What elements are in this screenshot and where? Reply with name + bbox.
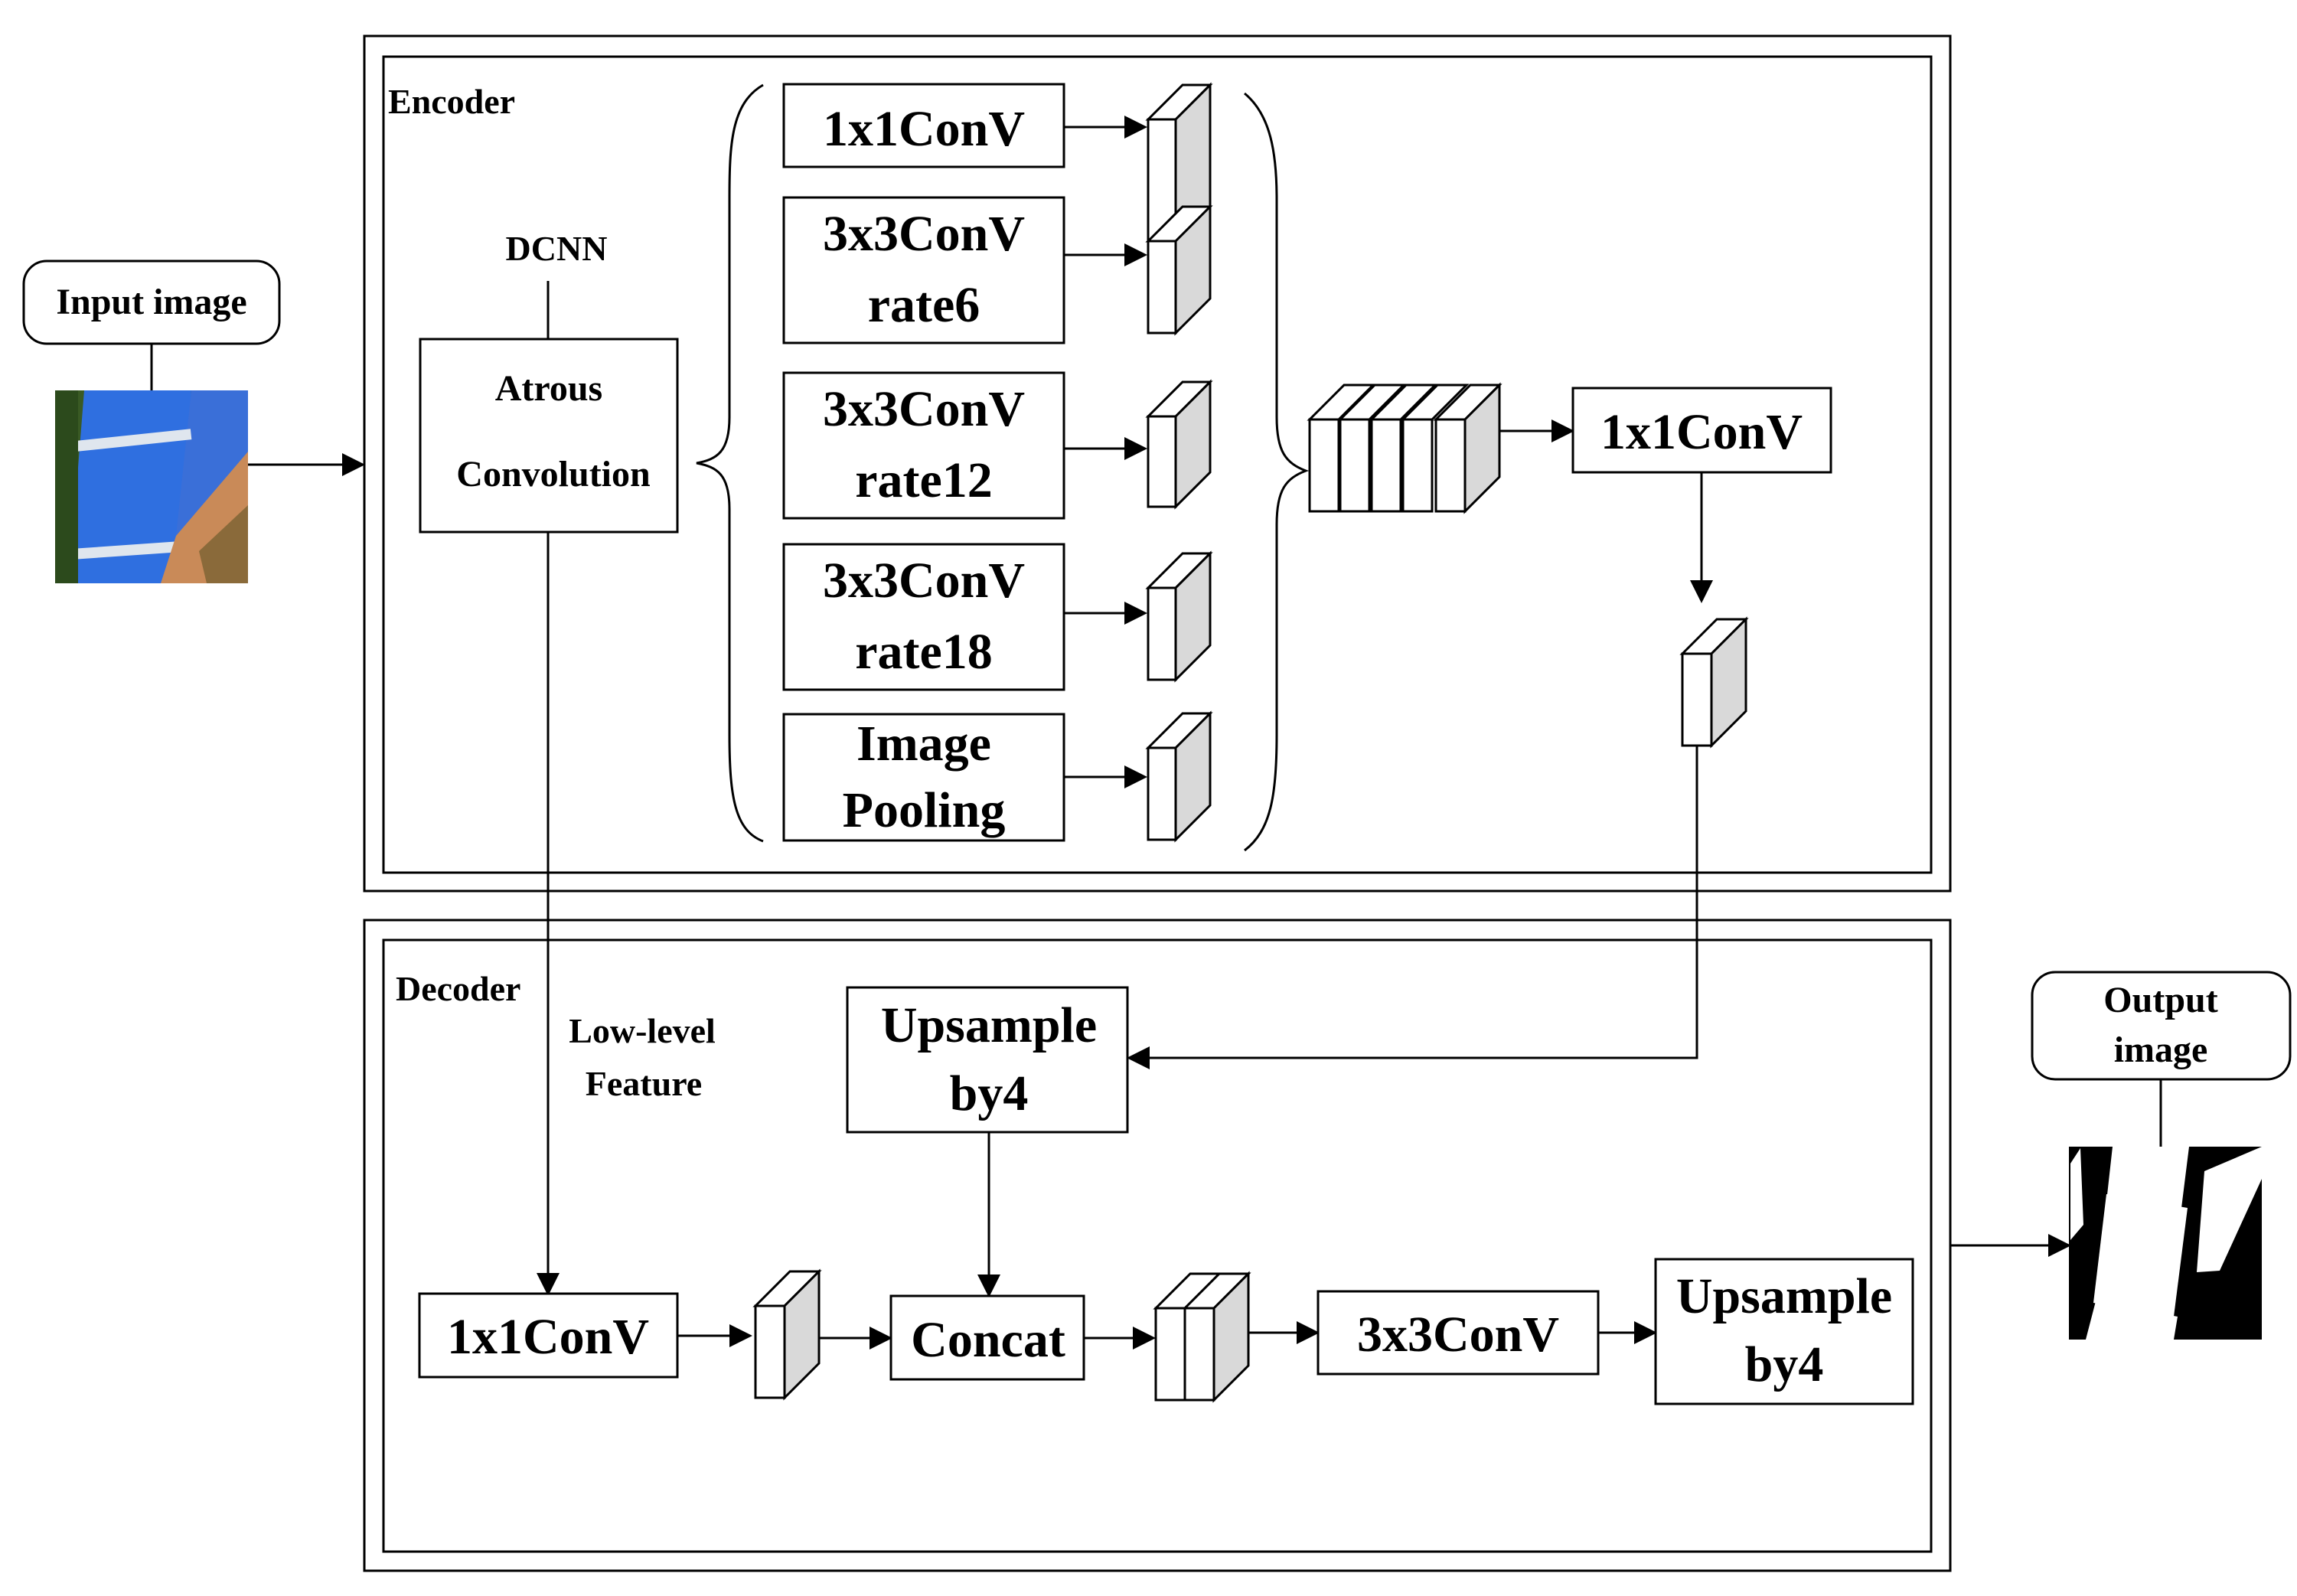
aspp-box-1x1conv: [782, 83, 1065, 168]
aspp-box-2-line2: rate6: [868, 277, 980, 333]
encoder-output-feature-block: [1679, 616, 1749, 749]
atrous-label-line1: Atrous: [495, 368, 602, 409]
concat-feature-stack: [1307, 382, 1503, 514]
right-brace: [1244, 92, 1310, 852]
aspp-box-5-line1: Image: [856, 716, 991, 772]
aspp-branch-2: 3x3ConV rate6: [782, 196, 1147, 344]
output-image-icon: [2069, 1147, 2262, 1340]
left-brace: [696, 83, 764, 843]
aspp-box-3x3conv-rate18: [782, 543, 1065, 691]
encoder-section: Encoder DCNN Atrous Convolution 1x1ConV …: [363, 34, 1952, 893]
aspp-box-3x3conv-rate6: [782, 196, 1065, 344]
upsample-box-2: [1654, 1258, 1914, 1405]
aspp-box-4-line2: rate18: [855, 624, 993, 680]
aspp-box-4-line1: 3x3ConV: [823, 553, 1025, 609]
decoder-1x1conv-box: [418, 1292, 679, 1379]
decoder-title: Decoder: [396, 969, 520, 1008]
atrous-convolution-box: [419, 338, 679, 534]
low-level-label-line1: Low-level: [569, 1011, 716, 1050]
upsample-2-line1: Upsample: [1676, 1268, 1892, 1324]
aspp-branch-5: Image Pooling: [782, 713, 1147, 842]
upsample-2-line2: by4: [1745, 1337, 1824, 1392]
aspp-branch-3: 3x3ConV rate12: [782, 371, 1147, 520]
output-label-line2: image: [2114, 1030, 2208, 1070]
aspp-box-3-line1: 3x3ConV: [823, 381, 1025, 437]
concat-box: [889, 1294, 1085, 1381]
decoder-section: Decoder Low-level Feature Upsample by4 1…: [363, 532, 1952, 1572]
aspp-branch-1: 1x1ConV: [782, 83, 1147, 168]
low-level-label-line2: Feature: [586, 1064, 702, 1103]
aspp-box-image-pooling: [782, 713, 1065, 842]
upsample-box-1: [846, 986, 1129, 1134]
decoder-3x3conv-label: 3x3ConV: [1357, 1307, 1559, 1363]
concat-label: Concat: [911, 1312, 1065, 1368]
aspp-branch-4: 3x3ConV rate18: [782, 543, 1147, 691]
encoder-inner-frame: [382, 55, 1933, 874]
decoder-inner-frame: [382, 938, 1933, 1553]
aspp-box-3x3conv-rate12: [782, 371, 1065, 520]
dcnn-label: DCNN: [506, 229, 608, 268]
feature-block: [1145, 204, 1213, 336]
output-label-line1: Output: [2103, 980, 2217, 1020]
aspp-box-3-line2: rate12: [855, 452, 993, 508]
input-image-label: Input image: [56, 282, 246, 322]
encoder-title: Encoder: [388, 82, 515, 121]
low-level-feature-block: [752, 1268, 822, 1401]
encoder-1x1conv-label: 1x1ConV: [1600, 404, 1803, 460]
aspp-box-2-line1: 3x3ConV: [823, 206, 1025, 262]
decoder-1x1conv-label: 1x1ConV: [447, 1309, 649, 1365]
feature-block: [1145, 710, 1213, 843]
input-section: Input image: [22, 259, 365, 583]
feature-block: [1145, 82, 1213, 247]
decoder-concat-stack: [1153, 1271, 1251, 1403]
upsample-1-line2: by4: [950, 1066, 1029, 1121]
output-section: Output image: [1950, 971, 2292, 1340]
upsample-1-line1: Upsample: [881, 997, 1097, 1053]
encoder-outer-frame: [363, 34, 1952, 893]
atrous-label-line2: Convolution: [456, 454, 650, 494]
encoder-to-upsample-arrow: [1127, 746, 1698, 1069]
feature-block: [1145, 379, 1213, 510]
aspp-box-5-line2: Pooling: [843, 782, 1006, 838]
encoder-1x1conv-box: [1571, 387, 1832, 474]
input-image-icon: [55, 390, 248, 583]
feature-block: [1145, 550, 1213, 683]
aspp-box-1-line1: 1x1ConV: [823, 101, 1025, 157]
